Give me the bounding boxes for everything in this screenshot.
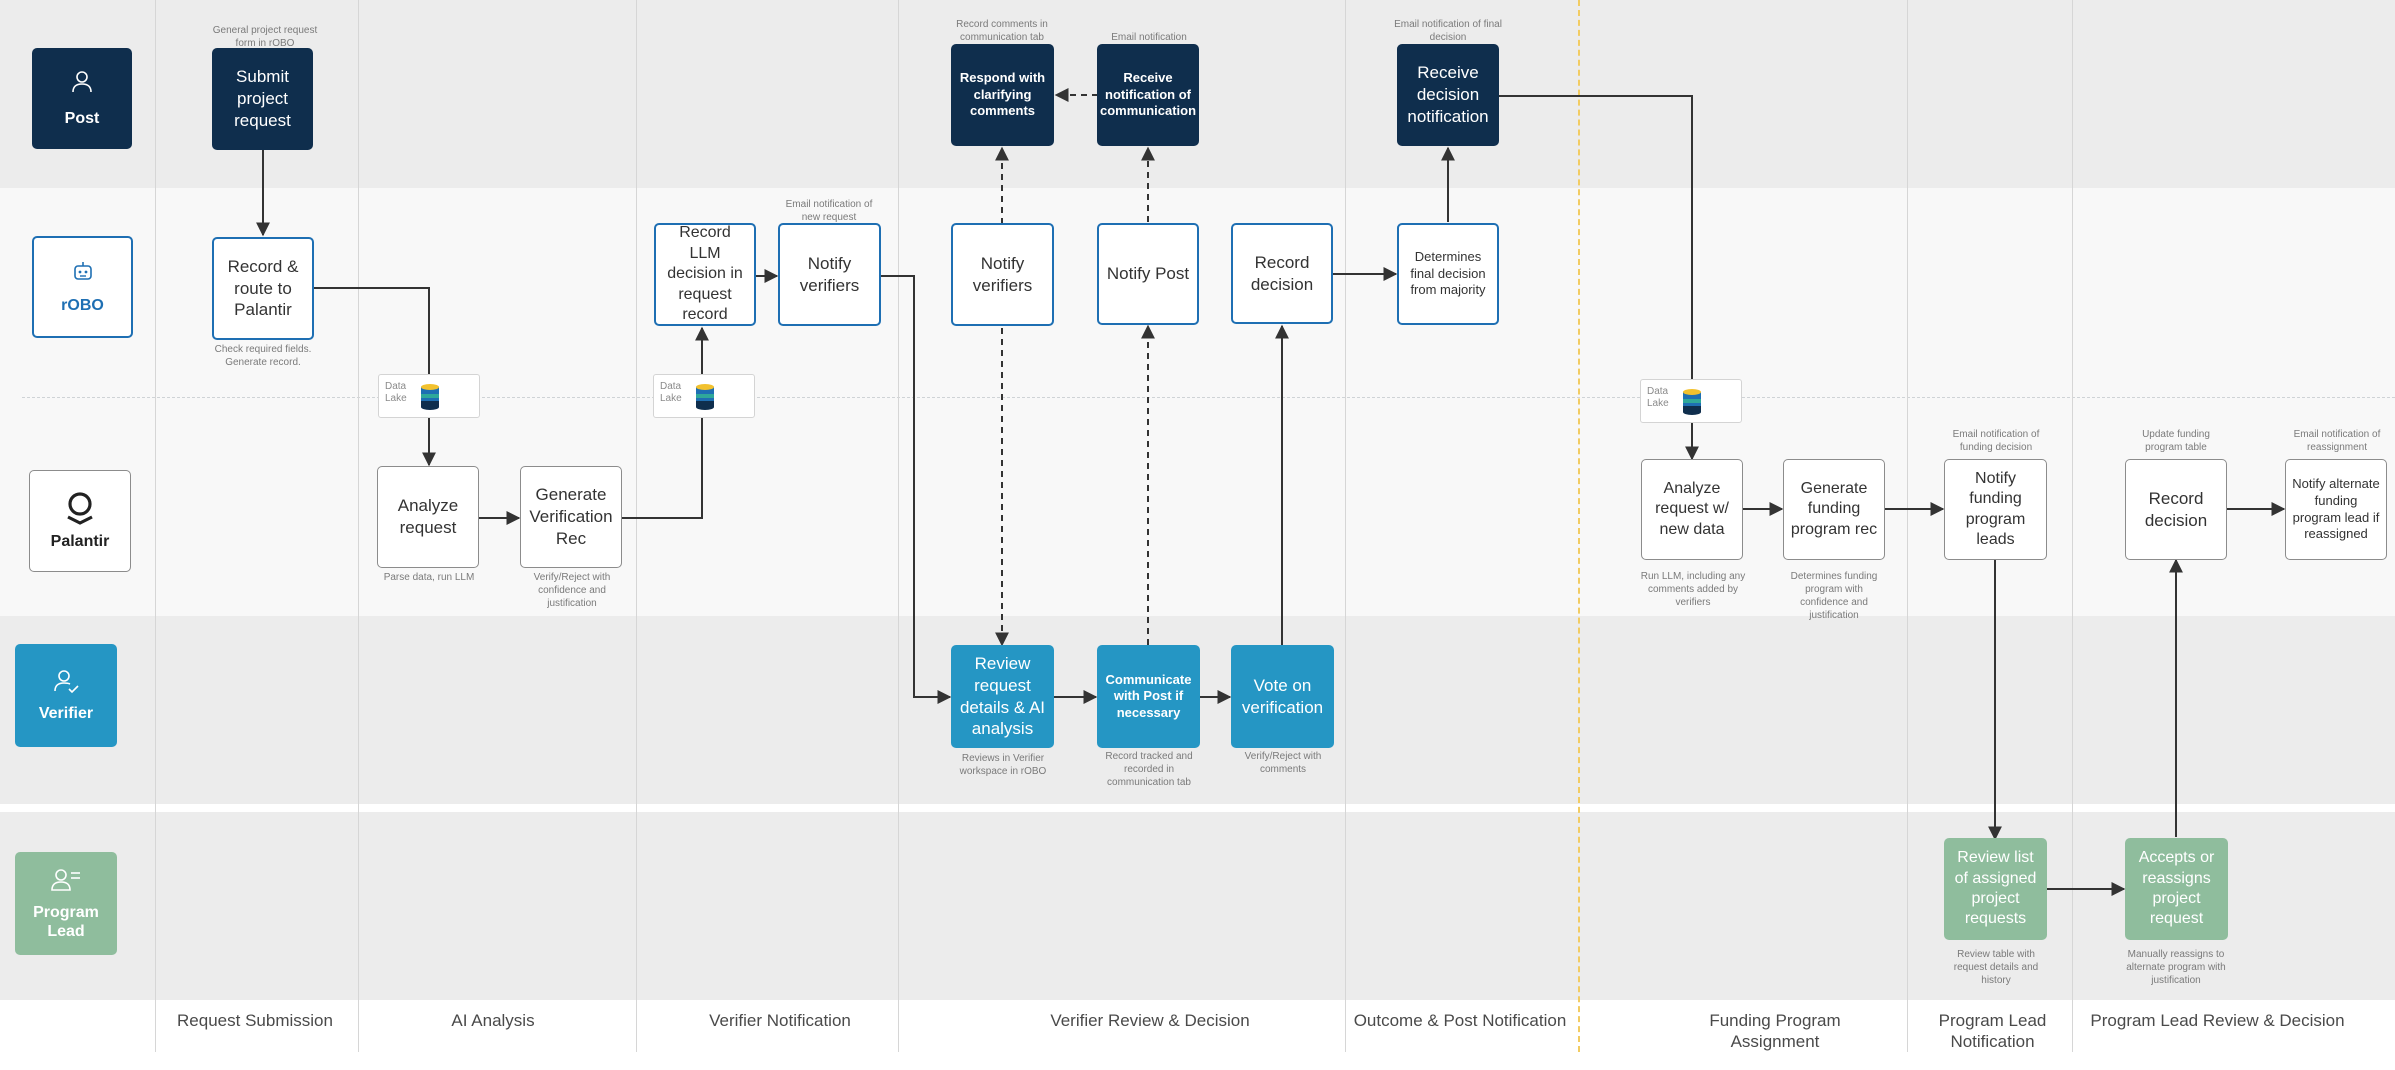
note-receive-communication: Email notification bbox=[1111, 32, 1187, 43]
step-notify-post: Notify Post bbox=[1097, 223, 1199, 325]
step-analyze-request: Analyze request bbox=[377, 466, 479, 568]
phase-divider-highlight bbox=[1578, 0, 1580, 1052]
step-notify-funding-leads: Notify funding program leads bbox=[1944, 459, 2047, 560]
actor-palantir: Palantir bbox=[29, 470, 131, 572]
phase-verifier-notification: Verifier Notification bbox=[709, 1011, 851, 1030]
data-lake-icon bbox=[696, 384, 714, 410]
data-lake-badge: Data Lake bbox=[653, 374, 755, 418]
actor-post: Post bbox=[32, 48, 132, 149]
data-lake-icon bbox=[1683, 389, 1701, 415]
step-generate-funding-rec: Generate funding program rec bbox=[1783, 459, 1885, 560]
step-notify-alternate-lead: Notify alternate funding program lead if… bbox=[2285, 459, 2387, 560]
actor-label: Palantir bbox=[50, 532, 110, 550]
step-record-decision-1: Record decision bbox=[1231, 223, 1333, 324]
note-generate-funding: Determines funding program with confiden… bbox=[1790, 571, 1878, 621]
palantir-logo-icon bbox=[67, 492, 93, 525]
step-analyze-request-new-data: Analyze request w/ new data bbox=[1641, 459, 1743, 560]
note-submit: General project request form in rOBO bbox=[212, 25, 318, 49]
phase-request-submission: Request Submission bbox=[177, 1011, 333, 1030]
edge-genrec-to-recordllm bbox=[622, 326, 709, 519]
step-review-assigned-list: Review list of assigned project requests bbox=[1944, 838, 2047, 940]
step-record-llm-decision: Record LLM decision in request record bbox=[654, 223, 756, 326]
data-lake-badge: Data Lake bbox=[1640, 379, 1742, 423]
data-lake-label: Data Lake bbox=[660, 381, 682, 404]
note-record-decision: Update funding program table bbox=[2142, 429, 2210, 453]
note-notify-verifiers: Email notification of new request bbox=[785, 199, 873, 223]
note-notify-alternate: Email notification of reassignment bbox=[2293, 429, 2381, 453]
note-respond: Record comments in communication tab bbox=[956, 19, 1048, 43]
person-icon bbox=[72, 71, 92, 93]
step-submit-project-request: Submit project request bbox=[212, 48, 313, 150]
note-analyze-new: Run LLM, including any comments added by… bbox=[1640, 571, 1746, 608]
phase-divider bbox=[358, 0, 359, 1052]
data-lake-label: Data Lake bbox=[385, 381, 407, 404]
phase-divider bbox=[2072, 0, 2073, 1052]
step-notify-verifiers-1: Notify verifiers bbox=[778, 223, 881, 326]
note-accepts: Manually reassigns to alternate program … bbox=[2126, 949, 2226, 986]
step-record-route: Record & route to Palantir bbox=[212, 237, 314, 340]
robot-icon bbox=[73, 261, 92, 280]
phase-program-lead-notification: Program Lead Notification bbox=[1938, 1011, 2047, 1051]
step-generate-verification-rec: Generate Verification Rec bbox=[520, 466, 622, 568]
note-analyze: Parse data, run LLM bbox=[383, 572, 475, 583]
step-respond-clarifying: Respond with clarifying comments bbox=[951, 44, 1054, 146]
note-review-request: Reviews in Verifier workspace in rOBO bbox=[959, 753, 1047, 777]
system-boundary-line bbox=[22, 397, 2395, 398]
edge-notify-to-review bbox=[881, 275, 952, 704]
step-notify-verifiers-2: Notify verifiers bbox=[951, 223, 1054, 326]
phase-ai-analysis: AI Analysis bbox=[451, 1011, 535, 1030]
actor-robo: rOBO bbox=[32, 236, 133, 338]
note-review-list: Review table with request details and hi… bbox=[1953, 949, 2039, 986]
note-generate-rec: Verify/Reject with confidence and justif… bbox=[533, 572, 611, 609]
actor-label: Verifier bbox=[38, 705, 94, 723]
step-accepts-or-reassigns: Accepts or reassigns project request bbox=[2125, 838, 2228, 940]
actor-label: rOBO bbox=[61, 296, 104, 314]
note-notify-leads: Email notification of funding decision bbox=[1952, 429, 2040, 453]
phase-divider bbox=[155, 0, 156, 1052]
step-review-request-details: Review request details & AI analysis bbox=[951, 645, 1054, 748]
note-vote: Verify/Reject with comments bbox=[1244, 751, 1322, 775]
step-receive-decision-notification: Receive decision notification bbox=[1397, 44, 1499, 146]
data-lake-badge: Data Lake bbox=[378, 374, 480, 418]
step-determines-final-decision: Determines final decision from majority bbox=[1397, 223, 1499, 325]
actor-program-lead: Program Lead bbox=[15, 852, 117, 955]
phase-label-band bbox=[0, 1000, 2395, 1070]
data-lake-icon bbox=[421, 384, 439, 410]
phase-divider bbox=[636, 0, 637, 1052]
data-lake-label: Data Lake bbox=[1647, 386, 1669, 409]
phase-program-lead-review: Program Lead Review & Decision bbox=[2090, 1011, 2345, 1030]
lane-separator bbox=[0, 804, 2395, 812]
phase-verifier-review: Verifier Review & Decision bbox=[1050, 1011, 1250, 1030]
edge-receive-to-analyzenew bbox=[1498, 95, 1699, 461]
step-record-decision-2: Record decision bbox=[2125, 459, 2227, 560]
actor-label: Post bbox=[64, 110, 100, 128]
phase-funding-assignment: Funding Program Assignment bbox=[1709, 1011, 1841, 1051]
note-communicate: Record tracked and recorded in communica… bbox=[1105, 751, 1193, 788]
step-communicate-with-post: Communicate with Post if necessary bbox=[1097, 645, 1200, 748]
note-receive-decision: Email notification of final decision bbox=[1394, 19, 1502, 43]
person-check-icon bbox=[54, 670, 79, 694]
actor-label: Program Lead bbox=[33, 904, 99, 940]
step-receive-notification-communication: Receive notification of communication bbox=[1097, 44, 1199, 146]
note-record-route: Check required fields. Generate record. bbox=[214, 344, 312, 368]
phase-outcome: Outcome & Post Notification bbox=[1353, 1011, 1567, 1030]
phase-divider bbox=[898, 0, 899, 1052]
actor-verifier: Verifier bbox=[15, 644, 117, 747]
person-list-icon bbox=[51, 869, 80, 891]
phase-divider bbox=[1345, 0, 1346, 1052]
step-vote-on-verification: Vote on verification bbox=[1231, 645, 1334, 748]
phase-divider bbox=[1907, 0, 1908, 1052]
